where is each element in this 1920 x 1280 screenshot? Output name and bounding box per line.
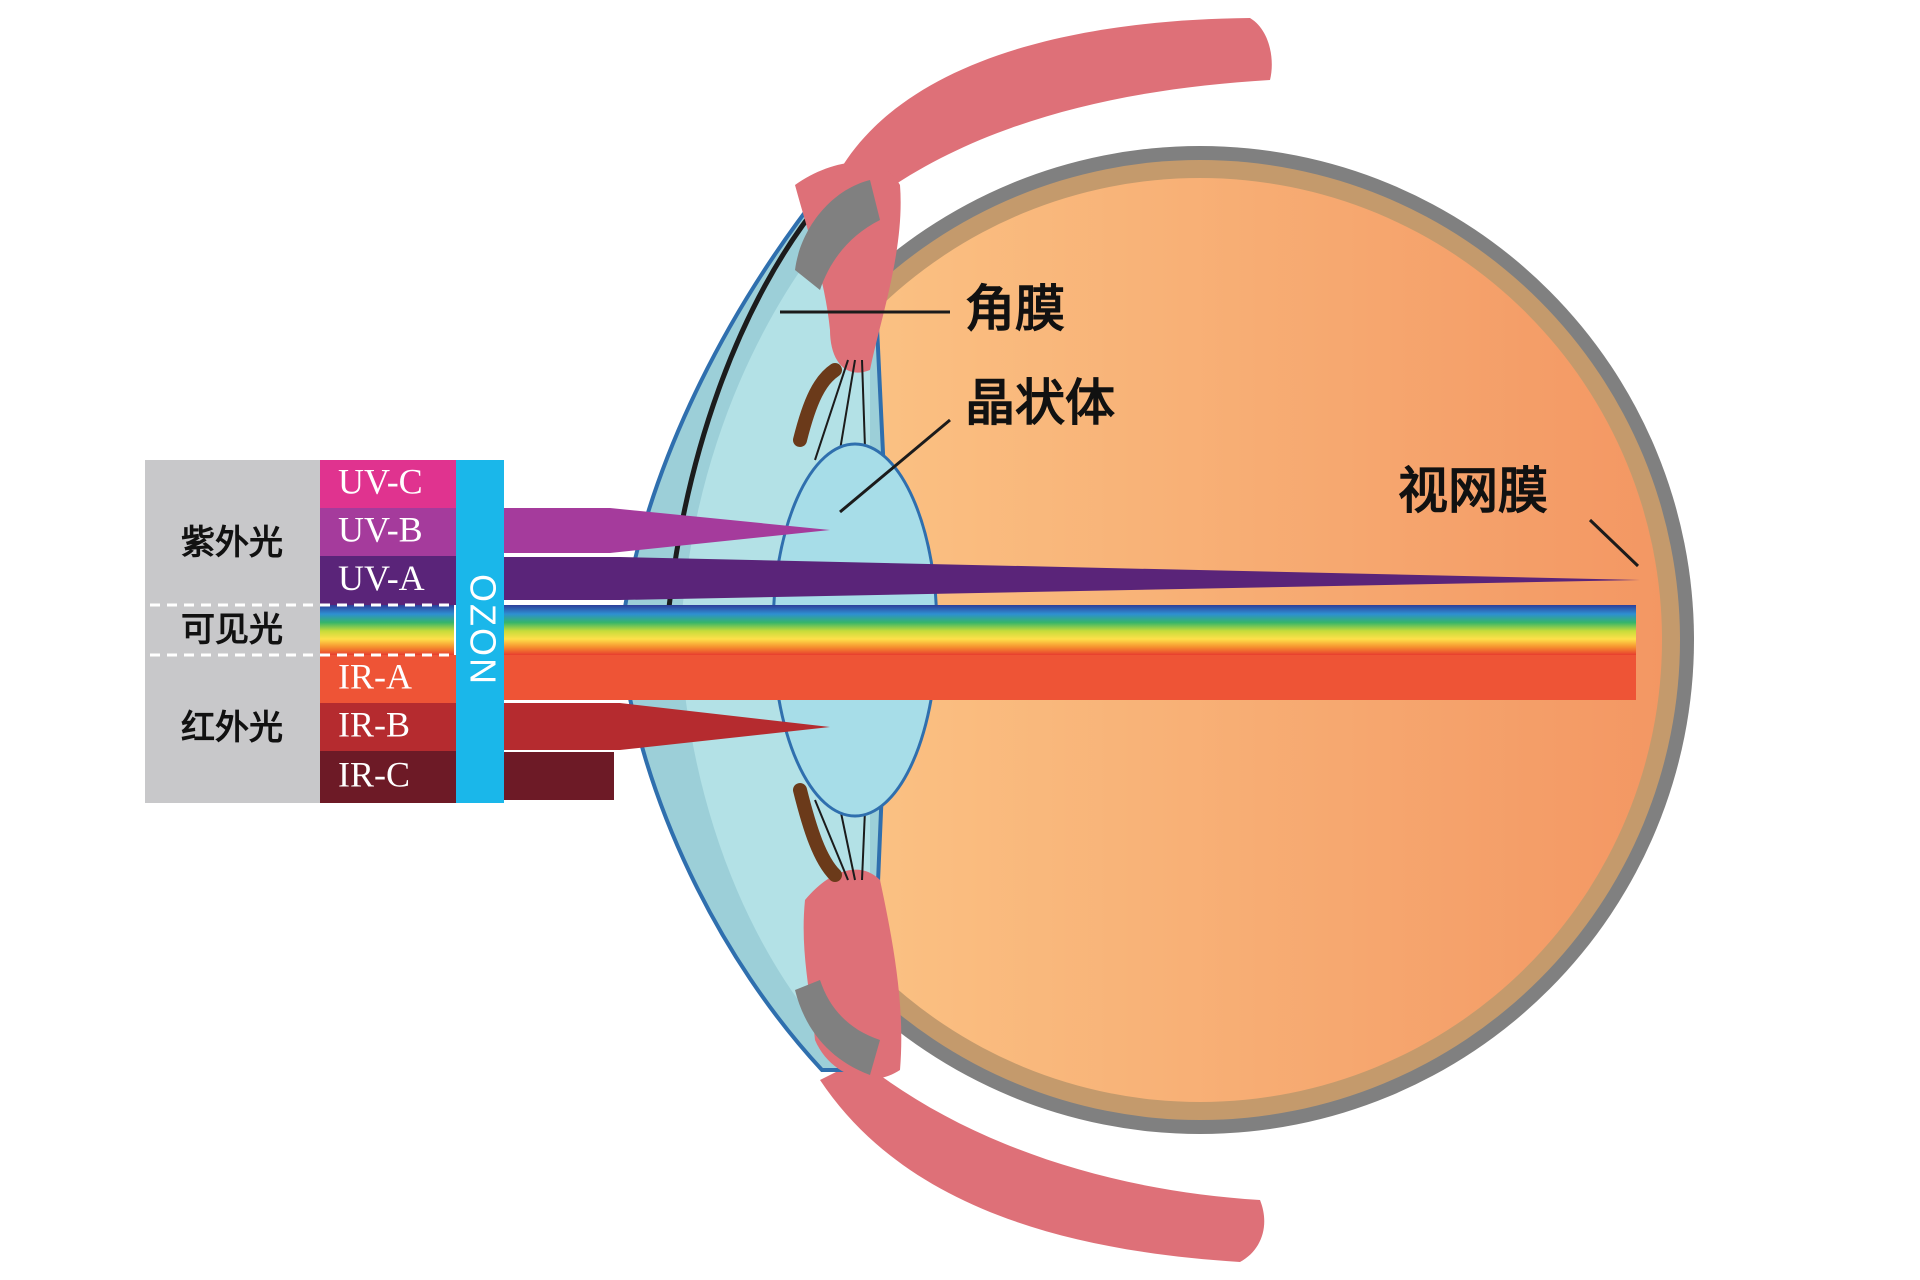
category-ir-label: 红外光 [181,708,283,748]
ir-a-ray [504,655,1636,700]
visible-ray [504,605,1636,655]
band-labels: UV-C UV-B UV-A IR-A IR-B IR-C [338,461,425,794]
ir-b-label: IR-B [338,704,410,744]
ozone-label: OZON [462,574,503,686]
uv-b-swatch [320,508,456,556]
category-panel [145,460,320,803]
uv-c-swatch [320,460,456,508]
cornea-label: 角膜 [965,279,1065,338]
band-swatches [320,460,456,803]
ir-a-swatch [320,655,456,703]
ir-c-ray [504,752,614,800]
uv-a-ray [504,557,1640,600]
upper-eyelid [840,18,1272,210]
lens-leader [839,418,951,514]
uv-a-label: UV-A [338,558,425,598]
iris-lower [793,783,842,882]
retina-label: 视网膜 [1398,461,1548,520]
category-visible-label: 可见光 [181,610,283,650]
ir-b-ray [504,703,830,750]
uv-b-ray [504,508,830,553]
iris-upper [793,363,842,447]
retina-leader [1588,518,1640,568]
category-uv-label: 紫外光 [181,523,283,563]
uv-b-label: UV-B [338,509,423,549]
limbus-upper [795,180,880,290]
ir-c-label: IR-C [338,754,410,794]
uv-c-label: UV-C [338,461,423,501]
lower-eyelid [820,1060,1265,1262]
ir-b-swatch [320,703,456,751]
visible-swatch [320,605,454,655]
ozone-layer [456,460,504,803]
lens-label: 晶状体 [965,373,1115,432]
ir-c-swatch [320,751,456,803]
limbus-lower [795,980,880,1075]
uv-a-swatch [320,556,456,605]
ir-a-label: IR-A [338,656,412,696]
zonule-fibres [814,359,866,881]
